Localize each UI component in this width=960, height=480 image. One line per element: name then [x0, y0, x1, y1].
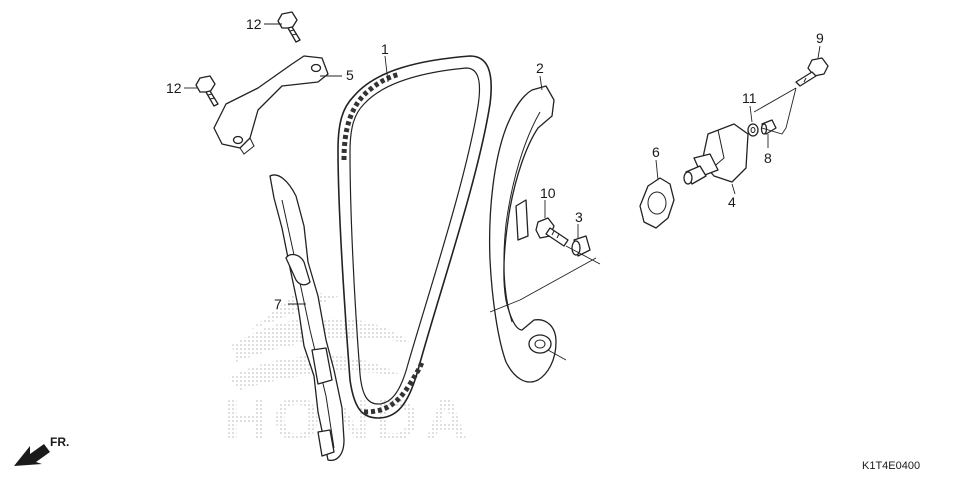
tensioner-lifter: [683, 123, 749, 185]
mounting-bolt-9: [795, 57, 829, 87]
leader-lines: [184, 23, 821, 361]
front-arrow-icon: [14, 444, 50, 466]
label-part-11: 11: [742, 90, 757, 106]
label-part-2: 2: [536, 60, 544, 76]
sealing-bolt-8: [760, 119, 777, 135]
front-direction-label: FR.: [50, 435, 69, 449]
label-part-6: 6: [652, 144, 660, 160]
diagram-code: K1T4E0400: [862, 460, 920, 472]
pivot-collar-3: [571, 235, 591, 257]
sealing-washer-11: [747, 123, 759, 137]
label-part-10: 10: [540, 185, 556, 201]
cam-chain-tensioner-arm: [489, 85, 557, 383]
bolt-12-lower: [195, 75, 219, 107]
cam-chain-guide: [269, 174, 345, 462]
watermark-wordmark: HONDA: [224, 386, 474, 453]
label-part-8: 8: [764, 150, 772, 166]
bolt-12-upper: [277, 11, 301, 43]
label-part-4: 4: [728, 194, 736, 210]
label-part-5: 5: [346, 67, 354, 83]
label-part-12-upper: 12: [246, 16, 262, 32]
label-part-3: 3: [575, 209, 583, 225]
label-part-7: 7: [274, 296, 282, 312]
pivot-bolt-10: [535, 217, 569, 247]
part-labels: 12 12 5 1 2 10 3 6 4 8 11 9 7: [166, 16, 824, 312]
label-part-12-lower: 12: [166, 80, 182, 96]
chain-guide-bracket: [213, 55, 329, 155]
front-direction-marker: FR.: [14, 435, 69, 466]
tensioner-gasket: [639, 177, 675, 229]
cam-chain: [337, 55, 492, 419]
label-part-1: 1: [381, 41, 389, 57]
label-part-9: 9: [816, 30, 824, 46]
